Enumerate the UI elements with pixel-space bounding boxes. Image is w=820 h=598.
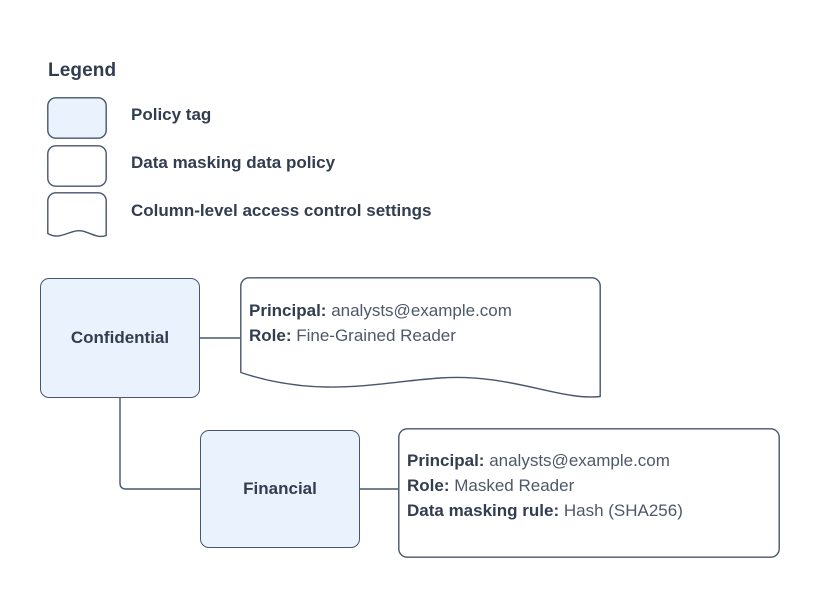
callout-key: Role: <box>407 476 450 495</box>
callout-value: Masked Reader <box>449 476 575 495</box>
callout-confidential-settings-text: Principal: analysts@example.com Role: Fi… <box>249 298 512 348</box>
legend-swatch-policy-tag <box>47 97 107 139</box>
node-confidential[interactable]: Confidential <box>40 278 200 398</box>
legend-label-policy-tag: Policy tag <box>131 105 212 124</box>
node-financial[interactable]: Financial <box>200 430 360 548</box>
callout-value: Fine-Grained Reader <box>291 326 456 345</box>
callout-key: Principal: <box>407 451 485 470</box>
callout-line: Principal: analysts@example.com <box>407 448 683 473</box>
callout-value: analysts@example.com <box>326 301 512 320</box>
callout-financial-policy[interactable]: Principal: analysts@example.com Role: Ma… <box>398 428 780 558</box>
legend-label-data-masking-policy: Data masking data policy <box>131 153 336 172</box>
callout-key: Principal: <box>249 301 327 320</box>
legend-label-access-control-settings: Column-level access control settings <box>131 201 432 220</box>
legend-swatch-access-control-settings <box>47 192 107 240</box>
callout-value: Hash (SHA256) <box>559 501 683 520</box>
node-financial-label: Financial <box>243 479 317 498</box>
callout-confidential-settings[interactable]: Principal: analysts@example.com Role: Fi… <box>240 277 601 398</box>
callout-line: Role: Fine-Grained Reader <box>249 323 512 348</box>
callout-value: analysts@example.com <box>484 451 670 470</box>
legend-swatch-data-masking-policy <box>47 145 107 187</box>
node-confidential-label: Confidential <box>70 328 170 347</box>
callout-key: Role: <box>249 326 292 345</box>
callout-key: Data masking rule: <box>407 501 560 520</box>
callout-line: Data masking rule: Hash (SHA256) <box>407 498 683 523</box>
legend-title: Legend <box>48 60 117 81</box>
callout-line: Principal: analysts@example.com <box>249 298 512 323</box>
callout-line: Role: Masked Reader <box>407 473 683 498</box>
callout-financial-policy-text: Principal: analysts@example.com Role: Ma… <box>407 448 683 523</box>
